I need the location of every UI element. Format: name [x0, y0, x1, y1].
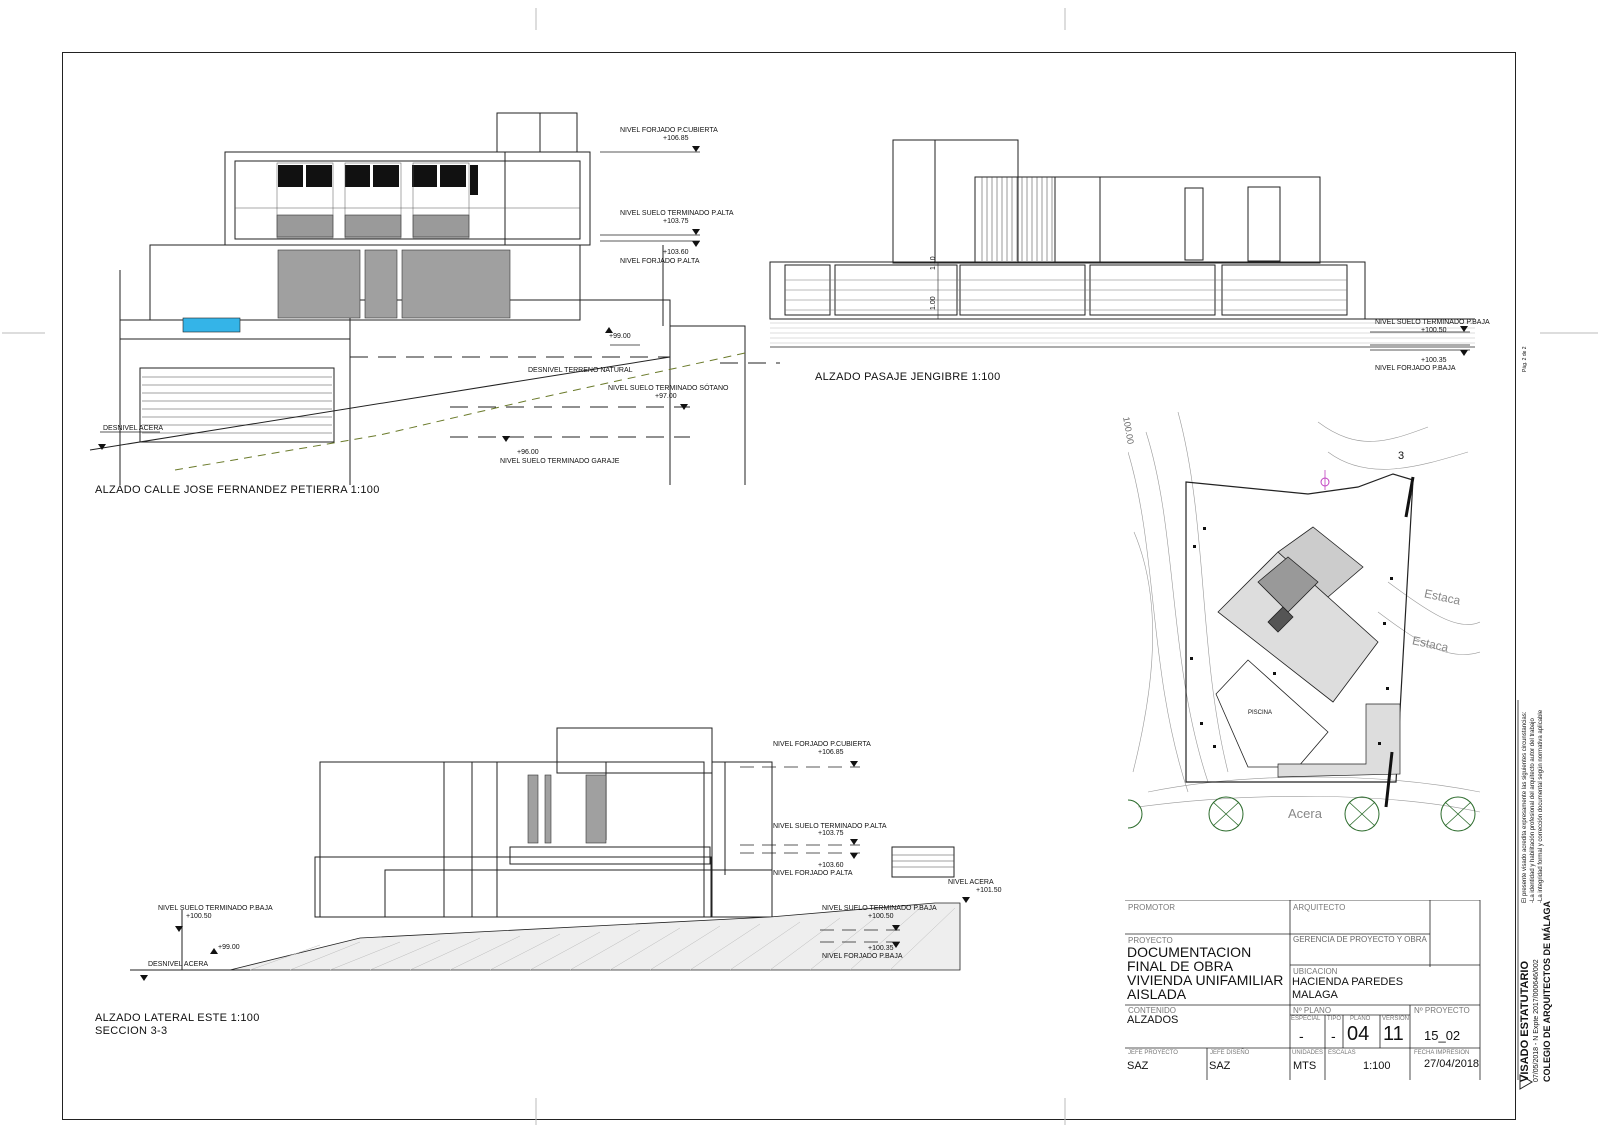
cartouche-fecha-label: FECHA IMPRESION — [1414, 1050, 1470, 1056]
cartouche-especial-label: ESPECIAL — [1291, 1016, 1321, 1022]
front-level-99: +99.00 — [609, 333, 631, 340]
front-elevation-title: ALZADO CALLE JOSE FERNANDEZ PETIERRA 1:1… — [95, 484, 380, 496]
front-sotano-label: NIVEL SUELO TERMINADO SÓTANO — [608, 385, 729, 392]
cartouche-jefe-diseno-label: JEFE DISEÑO — [1210, 1050, 1250, 1056]
cartouche-fecha: 27/04/2018 — [1424, 1058, 1480, 1070]
cartouche-ubicacion-line-2: MALAGA — [1292, 989, 1338, 1001]
lateral-right-forjado-label: NIVEL FORJADO P.BAJA — [822, 953, 903, 960]
cartouche-proyecto-line-3: VIVIENDA UNIFAMILIAR — [1127, 972, 1284, 988]
front-acera-label: DESNIVEL ACERA — [103, 425, 164, 432]
lateral-right-baja-label: NIVEL SUELO TERMINADO P.BAJA — [822, 905, 937, 912]
stamp-number: 07/05/2018 - N Expte 2017/000646/002 — [1533, 959, 1540, 1082]
stamp-college: COLEGIO DE ARQUITECTOS DE MÁLAGA — [1542, 900, 1552, 1082]
cartouche-unidades: MTS — [1293, 1060, 1317, 1072]
cartouche-jefe-proyecto: SAZ — [1127, 1060, 1149, 1072]
cartouche-plano: 04 — [1347, 1023, 1370, 1045]
cartouche-version: 11 — [1383, 1023, 1404, 1045]
cartouche-n-proyecto-label: Nº PROYECTO — [1414, 1006, 1470, 1015]
cartouche-tipo: - — [1331, 1028, 1336, 1044]
pasaje-elevation-title: ALZADO PASAJE JENGIBRE 1:100 — [815, 371, 1001, 383]
pasaje-baja-value: +100.50 — [1421, 327, 1447, 334]
lateral-left-baja-label: NIVEL SUELO TERMINADO P.BAJA — [158, 905, 273, 912]
lateral-cubierta-value: +106.85 — [818, 749, 844, 756]
lateral-right-acera: NIVEL ACERA — [948, 879, 994, 886]
pasaje-baja-label: NIVEL SUELO TERMINADO P.BAJA — [1375, 319, 1490, 326]
cartouche-proyecto-line-2: FINAL DE OBRA — [1127, 958, 1234, 974]
cartouche-tipo-label: TIPO — [1327, 1016, 1342, 1022]
front-elevation-drawing — [89, 112, 780, 485]
lateral-left-baja-value: +100.50 — [186, 913, 212, 920]
front-cubierta-label: NIVEL FORJADO P.CUBIERTA — [620, 127, 718, 134]
cartouche-unidades-label: UNIDADES — [1292, 1050, 1324, 1056]
front-alta-value: +103.75 — [663, 218, 689, 225]
cartouche-ubicacion-line-1: HACIENDA PAREDES — [1292, 976, 1404, 988]
lateral-alta-label: NIVEL SUELO TERMINADO P.ALTA — [773, 823, 887, 830]
cartouche-version-label: VERSION — [1382, 1016, 1410, 1022]
cartouche-arquitecto-label: ARQUITECTO — [1293, 903, 1346, 912]
cartouche-escalas-label: ESCALAS — [1328, 1050, 1356, 1056]
cartouche-contenido: ALZADOS — [1127, 1014, 1179, 1026]
front-forjado-alta-label: NIVEL FORJADO P.ALTA — [620, 258, 700, 265]
cartouche-gerencia: GERENCIA DE PROYECTO Y OBRA — [1293, 935, 1427, 944]
site-pool-label: PISCINA — [1248, 710, 1273, 716]
cartouche-ubicacion-label: UBICACION — [1293, 967, 1338, 976]
lateral-left-99: +99.00 — [218, 944, 240, 951]
cartouche-escala: 1:100 — [1363, 1060, 1391, 1072]
title-block-grid — [1125, 900, 1481, 1080]
lateral-alta-value: +103.75 — [818, 830, 844, 837]
cartouche-contenido-label: CONTENIDO — [1128, 1006, 1176, 1015]
front-sotano-value: +97.00 — [655, 393, 677, 400]
cartouche-jefe-diseno: SAZ — [1209, 1060, 1231, 1072]
lateral-left-acera: DESNIVEL ACERA — [148, 961, 209, 968]
stamp-text-2: -La identidad y habilitación profesional… — [1530, 718, 1536, 903]
front-cubierta-value: +106.85 — [663, 135, 689, 142]
stamp-text-1: El presente visado acredita expresamente… — [1522, 711, 1528, 903]
cartouche-jefe-proyecto-label: JEFE PROYECTO — [1128, 1050, 1178, 1056]
pasaje-dim-2: 1.00 — [930, 296, 937, 310]
cartouche-proyecto-line-4: AISLADA — [1127, 986, 1187, 1002]
lateral-elevation-title: ALZADO LATERAL ESTE 1:100 — [95, 1012, 260, 1024]
cartouche-proyecto-line-1: DOCUMENTACION — [1127, 944, 1252, 960]
cartouche-proyecto-label: PROYECTO — [1128, 936, 1173, 945]
site-plan — [1128, 412, 1480, 832]
front-forjado-alta-value: +103.60 — [663, 249, 689, 256]
lateral-elevation-subtitle: SECCION 3-3 — [95, 1025, 168, 1037]
site-street-acera: Acera — [1288, 806, 1322, 821]
lateral-elevation-drawing — [130, 727, 970, 981]
pasaje-elevation-drawing — [769, 139, 1475, 356]
lateral-forjado-alta-label: NIVEL FORJADO P.ALTA — [773, 870, 853, 877]
front-alta-label: NIVEL SUELO TERMINADO P.ALTA — [620, 210, 734, 217]
stamp-title: VISADO ESTATUTARIO — [1519, 961, 1531, 1082]
pasaje-forjado-baja-value: +100.35 — [1421, 357, 1447, 364]
cartouche-plano-label: PLANO — [1350, 1016, 1371, 1022]
pasaje-forjado-baja-label: NIVEL FORJADO P.BAJA — [1375, 365, 1456, 372]
front-garaje-label: NIVEL SUELO TERMINADO GARAJE — [500, 458, 620, 465]
stamp-text-3: -La integridad formal y corrección docum… — [1538, 709, 1544, 903]
front-garaje-value: +96.00 — [517, 449, 539, 456]
cartouche-promotor-label: PROMOTOR — [1128, 903, 1175, 912]
cartouche-n-proyecto: 15_02 — [1424, 1028, 1461, 1043]
lateral-cubierta-label: NIVEL FORJADO P.CUBIERTA — [773, 741, 871, 748]
lateral-right-baja-value: +100.50 — [868, 913, 894, 920]
cartouche-n-plano-label: Nº PLANO — [1293, 1006, 1332, 1015]
cartouche-especial: - — [1299, 1028, 1304, 1044]
front-terreno-label: DESNIVEL TERRENO NATURAL — [528, 367, 633, 374]
pasaje-dim-1: 1.10 — [930, 256, 937, 270]
lateral-forjado-alta-value: +103.60 — [818, 862, 844, 869]
stamp-page: Pág. 2 de 2 — [1522, 346, 1528, 372]
stamp-border — [1517, 700, 1533, 1090]
site-section-mark: 3 — [1398, 450, 1405, 462]
lateral-right-forjado-value: +100.35 — [868, 945, 894, 952]
sheet-frame — [62, 52, 1516, 1120]
lateral-right-acera-value: +101.50 — [976, 887, 1002, 894]
